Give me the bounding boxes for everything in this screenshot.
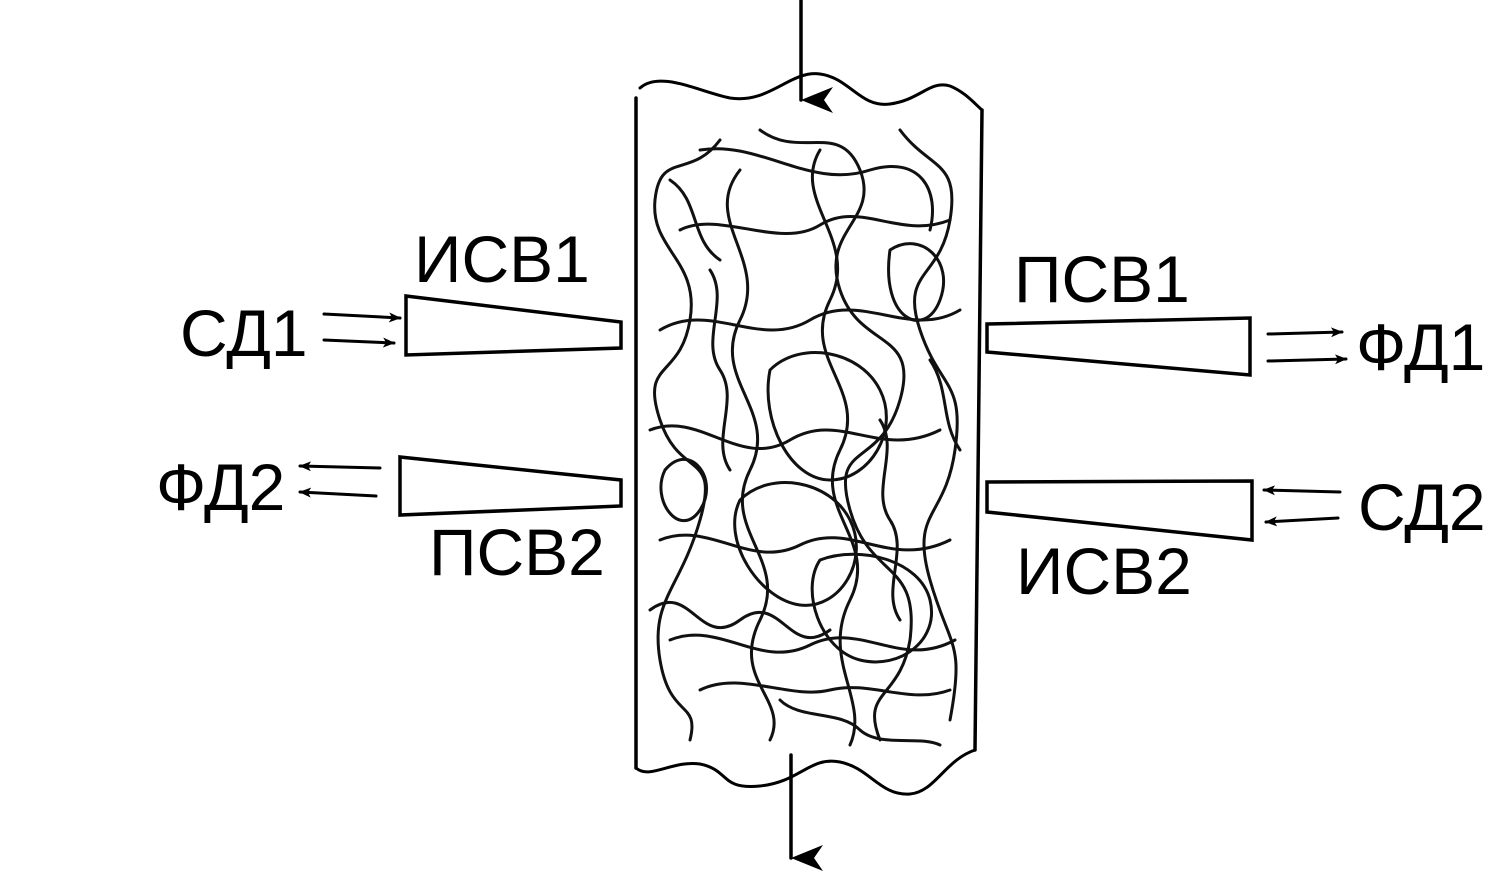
fd1-arrow-bottom [1266,354,1348,365]
label-sd1: СД1 [180,296,308,370]
diagram-labels: ИСВ1 СД1 ФД2 ПСВ2 ПСВ1 ФД1 СД2 ИСВ2 [156,222,1486,608]
fiber-web [634,72,984,796]
sd2-arrow-bottom [1264,516,1340,527]
emitting-light-guide-1 [404,294,623,357]
web-motion-arrows [789,0,833,871]
fd2-arrow-bottom [298,487,378,498]
web-top-edge [638,72,984,112]
label-sd2: СД2 [1358,470,1486,544]
label-fd2: ФД2 [156,450,285,524]
label-fd1: ФД1 [1356,310,1485,384]
fiber-tangle [648,128,962,747]
receiving-light-guide-2 [398,455,623,517]
fd1-arrow-top [1266,327,1344,338]
sd1-arrow-top [322,312,402,323]
sd2-arrow-top [1262,485,1342,496]
fd2-arrow-top [298,461,382,472]
label-psv2: ПСВ2 [429,515,605,589]
label-isv2: ИСВ2 [1016,534,1192,608]
web-bottom-edge [634,748,977,796]
receiving-light-guide-1 [985,316,1252,377]
label-psv1: ПСВ1 [1014,242,1190,316]
label-isv1: ИСВ1 [414,222,590,296]
web-right-edge [973,108,984,752]
light-arrows [298,312,1348,527]
sd1-arrow-bottom [322,337,396,348]
emitting-light-guide-2 [985,479,1254,542]
